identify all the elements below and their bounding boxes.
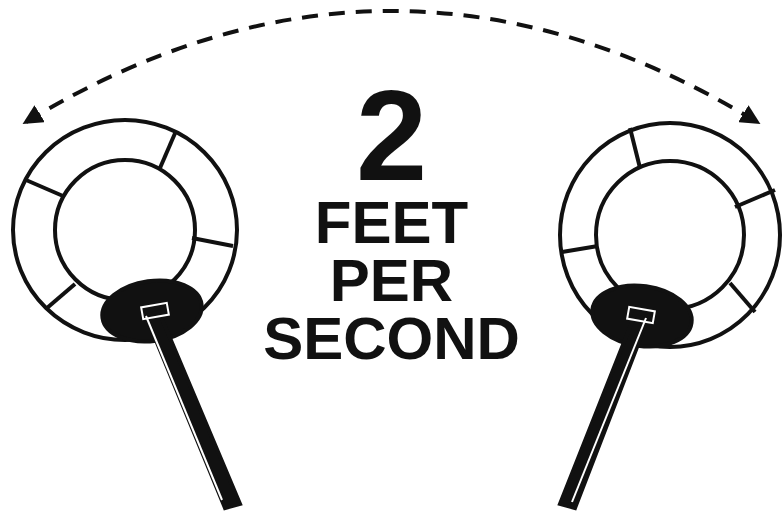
left-coil <box>13 120 240 508</box>
unit-word: SECOND <box>263 310 520 368</box>
unit-word: FEET <box>315 194 468 252</box>
speed-text: 2FEETPERSECOND <box>230 78 553 368</box>
unit-word: PER <box>330 252 453 310</box>
right-coil <box>560 123 780 508</box>
speed-number: 2 <box>356 78 427 194</box>
